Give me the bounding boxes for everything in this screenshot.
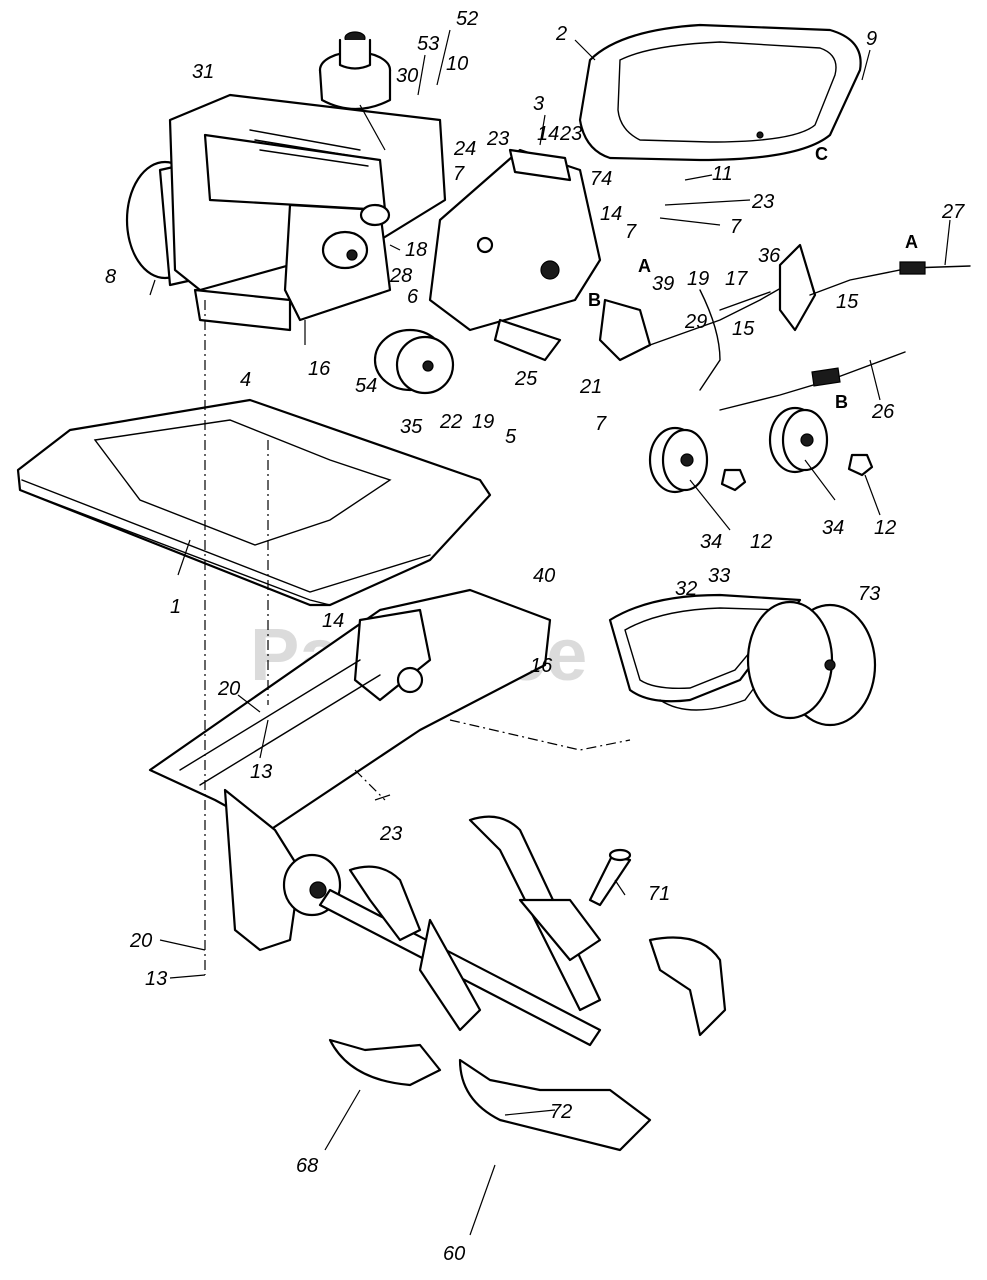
- idler-pulley-right: [768, 406, 874, 477]
- engine-pulley: [373, 328, 455, 395]
- callout-16-a: 16: [308, 358, 331, 380]
- callout-9: 9: [866, 28, 877, 50]
- callout-23-d: 23: [379, 823, 402, 845]
- callout-17: 17: [725, 268, 748, 290]
- callout-40: 40: [533, 565, 555, 587]
- pin: [588, 848, 632, 907]
- callout-24: 24: [453, 138, 476, 160]
- callout-36: 36: [758, 245, 781, 267]
- callout-34-a: 34: [700, 531, 722, 553]
- callout-34-b: 34: [822, 517, 844, 539]
- callout-68: 68: [296, 1155, 318, 1177]
- callout-13-a: 13: [250, 761, 272, 783]
- idler-pulley-left: [648, 426, 747, 494]
- callouts: 52 53 10 30 31 2 9 3 23 14 23 C 24 11 23…: [105, 8, 965, 1265]
- callout-31: 31: [192, 61, 214, 83]
- callout-71: 71: [648, 883, 670, 905]
- engine: [125, 31, 447, 332]
- callout-20-a: 20: [217, 678, 240, 700]
- callout-10: 10: [446, 53, 468, 75]
- callout-14-b: 14: [600, 203, 622, 225]
- callout-22: 22: [439, 411, 462, 433]
- belt-cover: [578, 23, 862, 162]
- letter-a-left: A: [638, 256, 651, 276]
- tine-shaft-assembly: [223, 788, 602, 1047]
- tine-left: [328, 865, 482, 1087]
- callout-73: 73: [858, 583, 880, 605]
- callout-30: 30: [396, 65, 418, 87]
- callout-72: 72: [550, 1101, 572, 1123]
- callout-27: 27: [941, 201, 965, 223]
- callout-20-b: 20: [129, 930, 152, 952]
- letter-a-right: A: [905, 232, 918, 252]
- letter-b-right: B: [835, 392, 848, 412]
- callout-74: 74: [590, 168, 612, 190]
- callout-23-a: 23: [486, 128, 509, 150]
- callout-28: 28: [389, 265, 412, 287]
- callout-15-b: 15: [732, 318, 755, 340]
- callout-19-a: 19: [687, 268, 709, 290]
- callout-8: 8: [105, 266, 116, 288]
- callout-18: 18: [405, 239, 427, 261]
- belts-and-tiller-pulley: [608, 593, 877, 727]
- callout-16-b: 16: [530, 655, 553, 677]
- callout-7-b: 7: [453, 163, 465, 185]
- callout-21: 21: [579, 376, 602, 398]
- callout-32: 32: [675, 578, 697, 600]
- callout-29: 29: [684, 311, 707, 333]
- callout-19-b: 19: [472, 411, 494, 433]
- cables: [719, 261, 971, 411]
- callout-7-d: 7: [595, 413, 607, 435]
- callout-60: 60: [443, 1243, 465, 1265]
- leader-lines: [149, 29, 951, 1236]
- callout-5: 5: [505, 426, 517, 448]
- callout-11: 11: [712, 163, 733, 185]
- callout-7-a: 7: [730, 216, 742, 238]
- callout-2: 2: [555, 23, 567, 45]
- callout-14-c: 14: [322, 610, 344, 632]
- callout-7-c: 7: [625, 221, 637, 243]
- callout-53: 53: [417, 33, 439, 55]
- callout-14-a: 14: [537, 123, 559, 145]
- callout-4: 4: [240, 369, 251, 391]
- callout-15-a: 15: [836, 291, 859, 313]
- callout-6: 6: [407, 286, 419, 308]
- callout-54: 54: [355, 375, 377, 397]
- callout-13-b: 13: [145, 968, 167, 990]
- callout-12-b: 12: [874, 517, 896, 539]
- callout-33: 33: [708, 565, 730, 587]
- callout-39: 39: [652, 273, 674, 295]
- letter-c: C: [815, 144, 828, 164]
- callout-3: 3: [533, 93, 544, 115]
- callout-1: 1: [170, 596, 181, 618]
- callout-35: 35: [400, 416, 423, 438]
- letter-b-left: B: [588, 290, 601, 310]
- callout-23-b: 23: [559, 123, 582, 145]
- transmission-housing: [148, 588, 552, 832]
- callout-23-c: 23: [751, 191, 774, 213]
- callout-26: 26: [871, 401, 895, 423]
- control-bracket: [428, 148, 817, 391]
- base-plate: [16, 398, 492, 607]
- callout-12-a: 12: [750, 531, 772, 553]
- callout-25: 25: [514, 368, 538, 390]
- callout-52: 52: [456, 8, 478, 30]
- alignment-lines: [204, 300, 631, 975]
- tine-right: [458, 815, 727, 1152]
